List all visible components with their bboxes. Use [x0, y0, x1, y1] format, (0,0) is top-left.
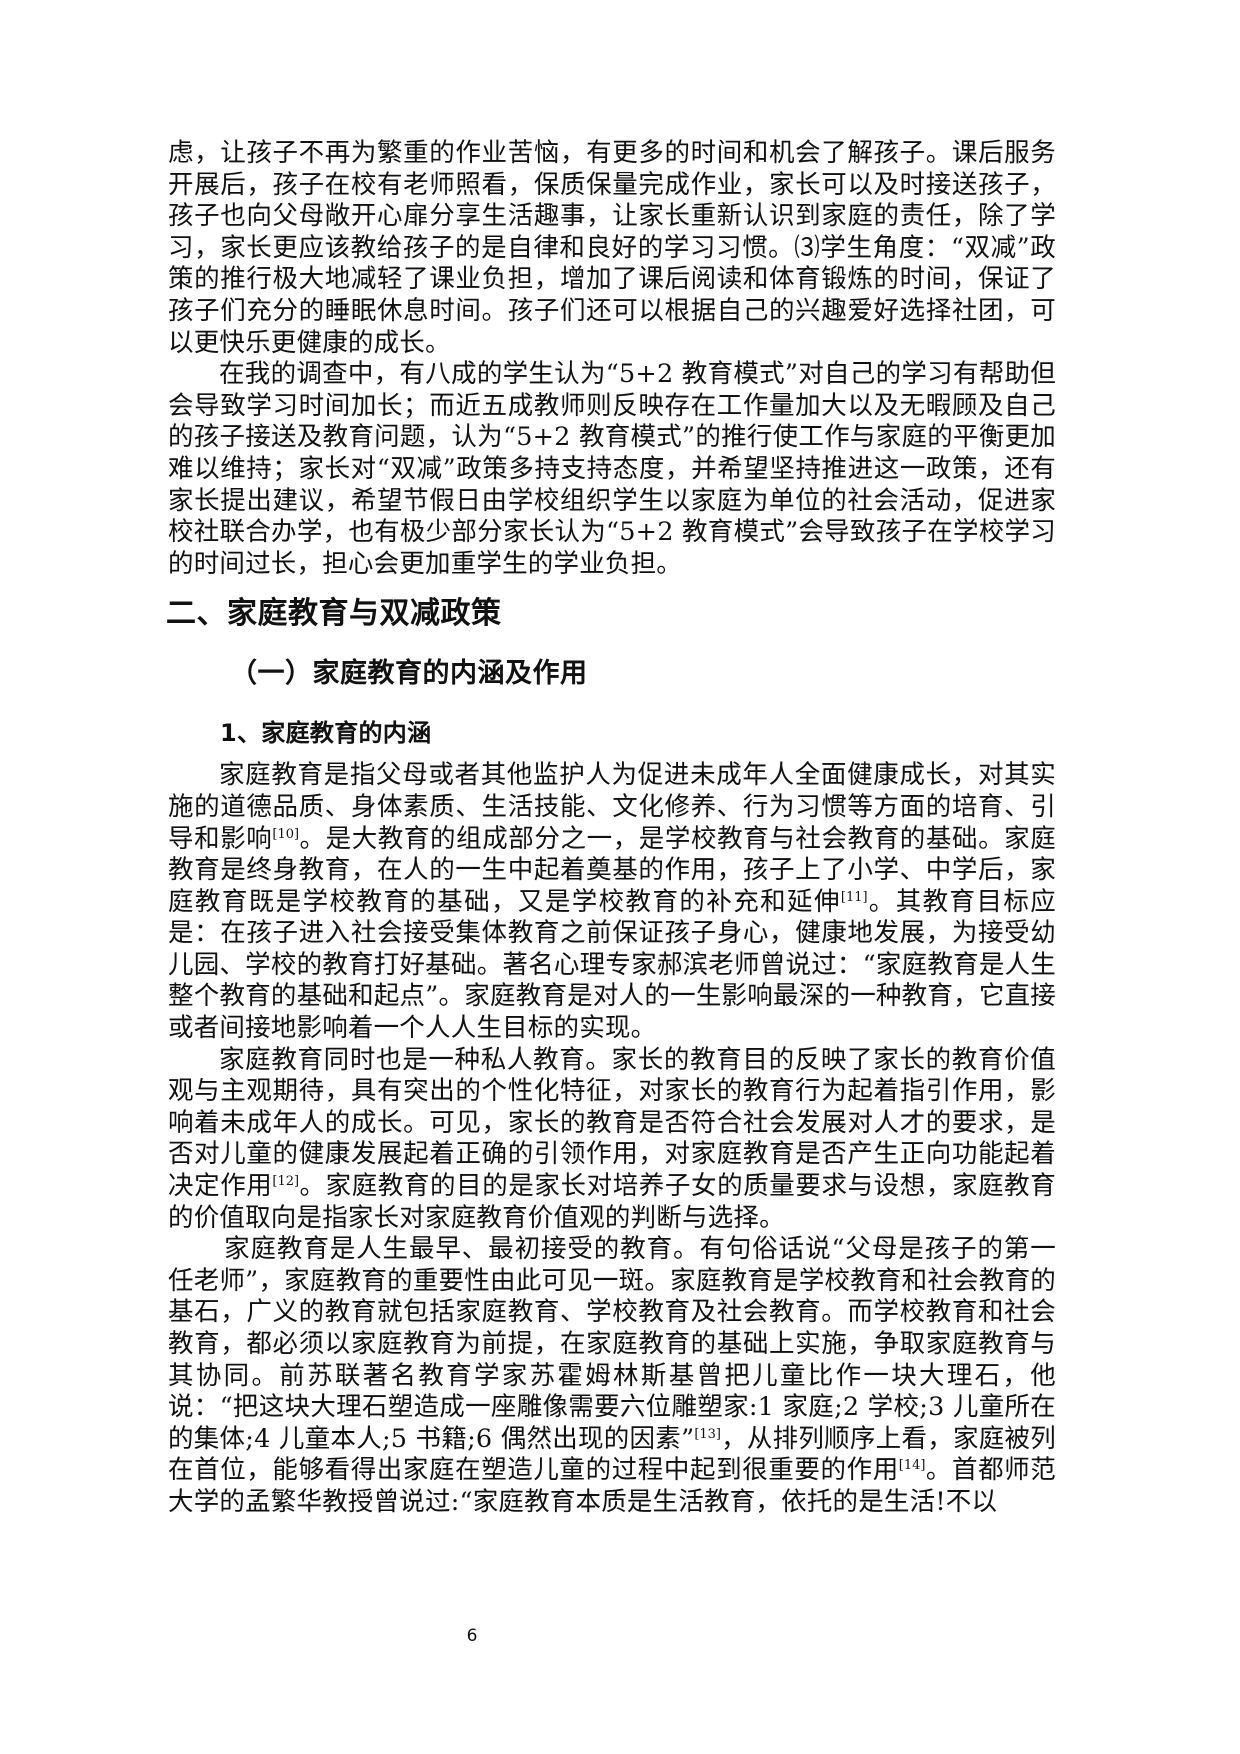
body-paragraph: 家庭教育同时也是一种私人教育。家长的教育目的反映了家长的教育价值观与主观期待，具…: [168, 1045, 1056, 1235]
citation-ref: [14]: [898, 1458, 926, 1474]
text-run: 。首都师范大学的孟繁华教授曾说过:“家庭教育本质是生活教育，依托的是生活!不以: [168, 1455, 1056, 1517]
body-paragraph: 家庭教育是人生最早、最初接受的教育。有句俗话说“父母是孩子的第一任老师”，家庭教…: [168, 1234, 1056, 1518]
page-number: 6: [466, 1626, 478, 1646]
text-run: 家庭教育是指父母或者其他监护人为促进未成年人全面健康成长，对其实施的道德品质、身…: [168, 760, 1056, 854]
subsection-heading: （一）家庭教育的内涵及作用: [230, 658, 588, 690]
section-heading: 二、家庭教育与双减政策: [166, 596, 502, 632]
citation-ref: [10]: [272, 826, 300, 842]
document-page: 虑，让孩子不再为繁重的作业苦恼，有更多的时间和机会了解孩子。课后服务开展后，孩子…: [166, 138, 1056, 1519]
citation-ref: [12]: [272, 1174, 300, 1190]
text-run: 家庭教育同时也是一种私人教育。家长的教育目的反映了家长的教育价值观与主观期待，具…: [168, 1044, 1056, 1202]
subsubsection-heading: 1、家庭教育的内涵: [220, 719, 432, 748]
citation-ref: [13]: [694, 1426, 721, 1442]
text-run: 家庭教育是人生最早、最初接受的教育。有句俗话说“父母是孩子的第一任老师”，家庭教…: [168, 1234, 1056, 1454]
body-paragraph: 家庭教育是指父母或者其他监护人为促进未成年人全面健康成长，对其实施的道德品质、身…: [168, 760, 1056, 1044]
text-run: 。是大教育的组成部分之一，是学校教育与社会教育的基础。家庭教育是终身教育，在人的…: [168, 823, 1056, 917]
text-run: 。家庭教育的目的是家长对培养子女的质量要求与设想，家庭教育的价值取向是指家长对家…: [168, 1171, 1056, 1233]
body-paragraph: 虑，让孩子不再为繁重的作业苦恼，有更多的时间和机会了解孩子。课后服务开展后，孩子…: [168, 138, 1056, 358]
survey-paragraph: 在我的调查中，有八成的学生认为“5+2 教育模式”对自己的学习有帮助但会导致学习…: [168, 359, 1056, 579]
citation-ref: [11]: [840, 889, 868, 905]
text-run: ，从排列顺序上看，家庭被列在首位，能够看得出家庭在塑造儿童的过程中起到很重要的作…: [168, 1423, 1056, 1486]
text-run: 。其教育目标应是：在孩子进入社会接受集体教育之前保证孩子身心，健康地发展，为接受…: [168, 886, 1056, 1044]
